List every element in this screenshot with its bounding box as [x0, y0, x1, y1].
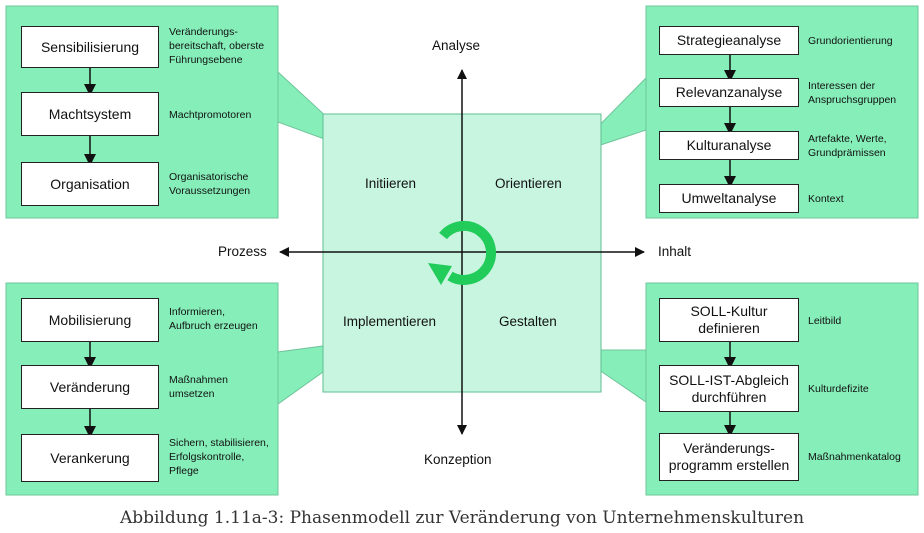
axis-label-right: Inhalt — [658, 244, 692, 259]
quadrant-label-tl: Initiieren — [365, 176, 417, 191]
note-relevanzanalyse: Interessen der Anspruchsgruppen — [808, 80, 897, 106]
box-soll-kultur: SOLL-Kultur definieren — [659, 298, 799, 342]
box-sensibilisierung: Sensibilisierung — [21, 26, 159, 68]
note-kulturanalyse: Artefakte, Werte, Grundprämissen — [808, 133, 887, 159]
note-veraenderung: Maßnahmen umsetzen — [169, 374, 228, 400]
note-machtsystem: Machtpromotoren — [169, 109, 252, 121]
note-veraenderungsprogramm: Maßnahmenkatalog — [808, 451, 901, 463]
box-mobilisierung: Mobilisierung — [21, 298, 159, 342]
note-soll-ist-abgleich: Kulturdefizite — [808, 383, 869, 395]
box-organisation: Organisation — [21, 162, 159, 206]
box-verankerung: Verankerung — [21, 434, 159, 482]
box-kulturanalyse: Kulturanalyse — [659, 131, 799, 160]
box-relevanzanalyse: Relevanzanalyse — [659, 78, 799, 107]
note-organisation: Organisatorische Voraussetzungen — [169, 171, 251, 197]
axis-label-top: Analyse — [432, 38, 481, 53]
circular-arrow-icon — [428, 220, 496, 285]
axis-label-left: Prozess — [218, 244, 267, 259]
box-soll-ist-abgleich: SOLL-IST-Abgleich durchführen — [659, 365, 799, 412]
figure-caption: Abbildung 1.11a-3: Phasenmodell zur Verä… — [119, 508, 805, 528]
quadrant-label-br: Gestalten — [499, 314, 557, 329]
box-veraenderungsprogramm: Veränderungs- programm erstellen — [659, 433, 799, 481]
note-umweltanalyse: Kontext — [808, 193, 844, 205]
quadrant-label-bl: Implementieren — [343, 314, 437, 329]
quadrant-label-tr: Orientieren — [495, 176, 562, 191]
box-umweltanalyse: Umweltanalyse — [659, 184, 799, 213]
note-mobilisierung: Informieren, Aufbruch erzeugen — [169, 306, 258, 332]
note-verankerung: Sichern, stabilisieren, Erfolgskontrolle… — [169, 437, 269, 477]
note-strategieanalyse: Grundorientierung — [808, 35, 893, 47]
axis-label-bottom: Konzeption — [424, 452, 492, 467]
note-soll-kultur: Leitbild — [808, 315, 842, 327]
box-strategieanalyse: Strategieanalyse — [659, 26, 799, 55]
box-machtsystem: Machtsystem — [21, 92, 159, 136]
box-veraenderung: Veränderung — [21, 365, 159, 409]
note-sensibilisierung: Veränderungs- bereitschaft, oberste Führ… — [169, 26, 265, 66]
